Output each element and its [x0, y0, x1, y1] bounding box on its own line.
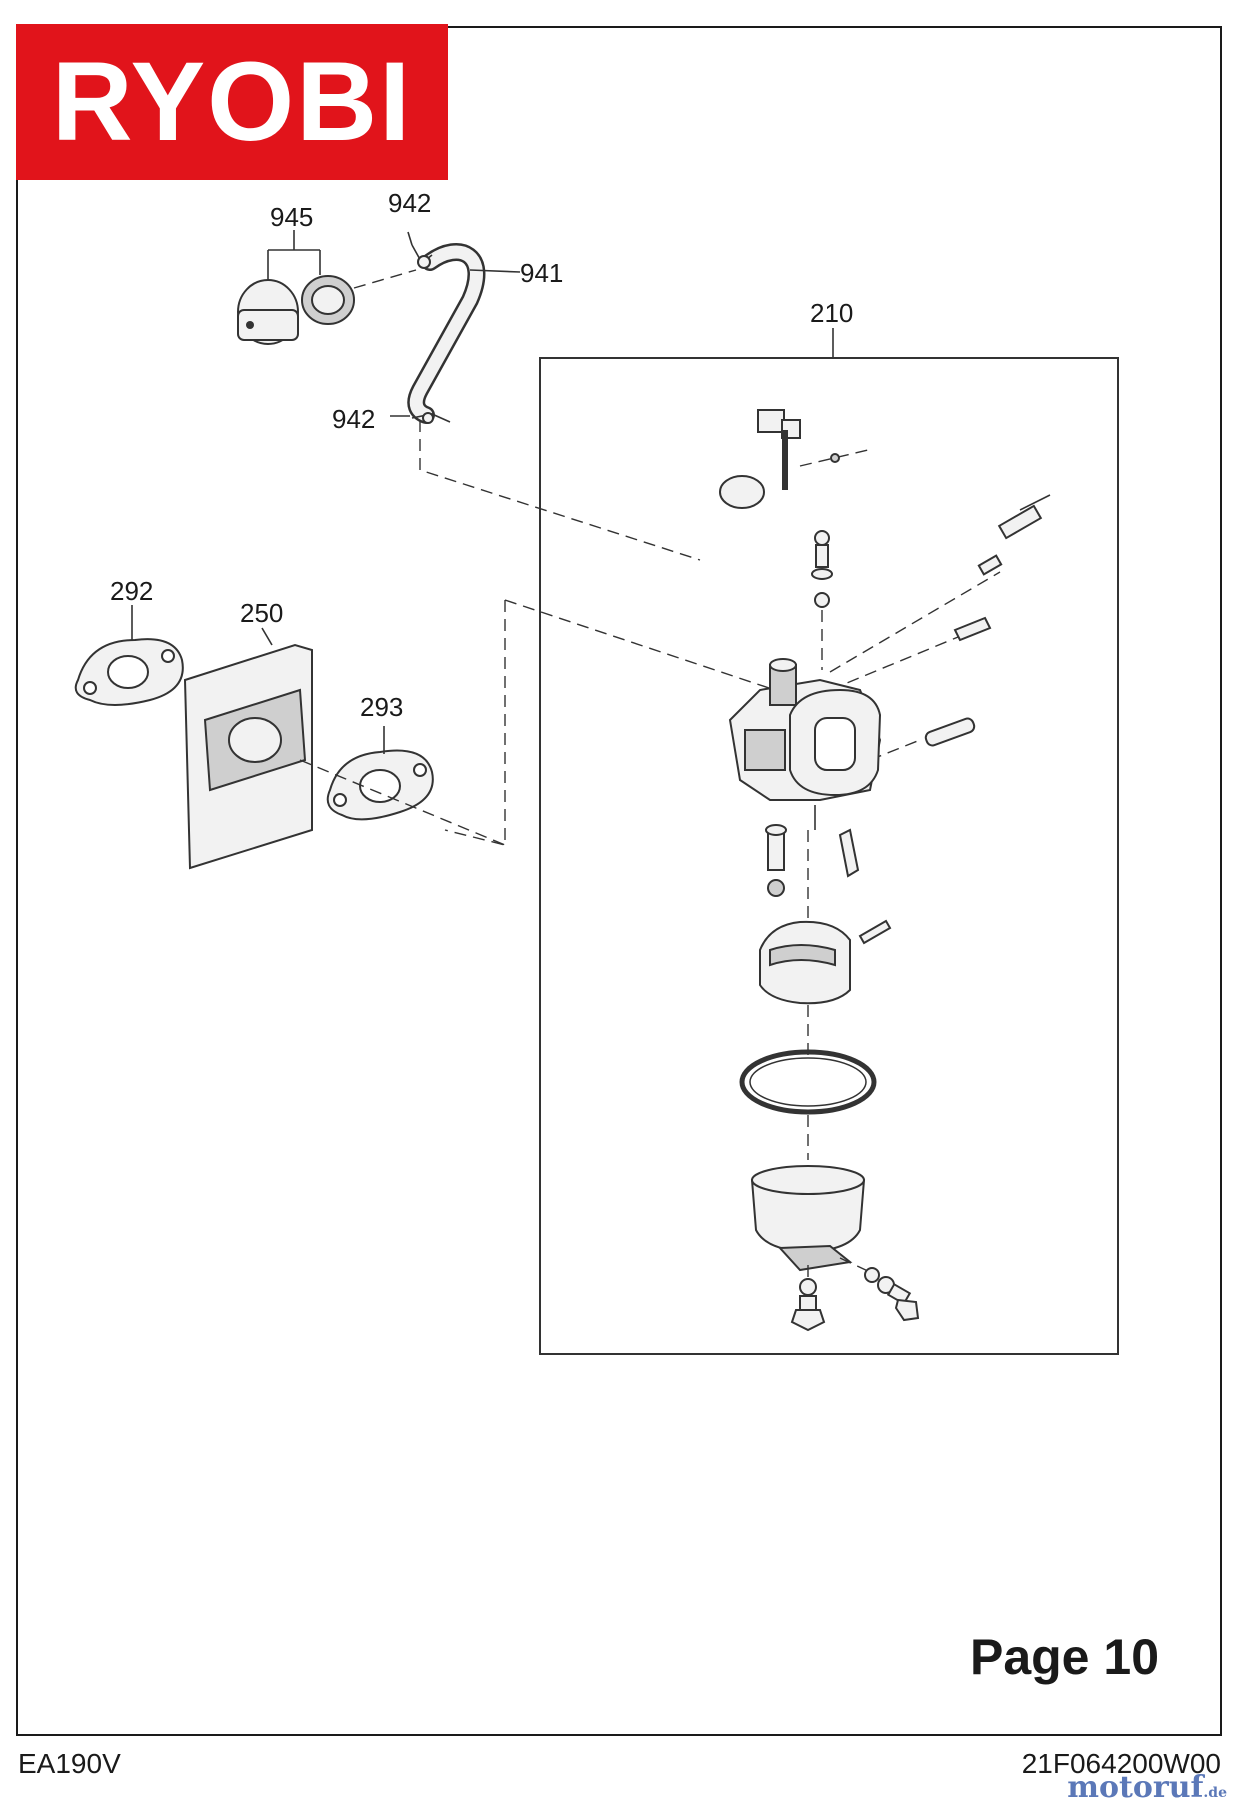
- fuel-hose-icon: [390, 231, 521, 424]
- page-label: Page 10: [969, 1629, 1159, 1685]
- watermark: motoruf.de: [1067, 1770, 1227, 1805]
- watermark-suffix: .de: [1203, 1785, 1227, 1801]
- model-code: EA190V: [18, 1748, 121, 1779]
- ryobi-logo: RYOBI: [16, 24, 448, 180]
- heat-shield-icon: [183, 627, 313, 870]
- primer-bulb-icon: [237, 230, 417, 345]
- watermark-text: motoruf: [1067, 1770, 1204, 1805]
- logo-text: RYOBI: [51, 39, 413, 164]
- callout-293: 293: [360, 692, 403, 722]
- callout-942-top: 942: [388, 188, 431, 218]
- callout-292: 292: [110, 576, 153, 606]
- gasket-icon: [74, 605, 434, 821]
- callout-942-mid: 942: [332, 404, 375, 434]
- assembly-210-box: [539, 357, 1119, 1355]
- callout-210: 210: [810, 298, 853, 328]
- callout-945: 945: [270, 202, 313, 232]
- doc-code: 21F064200W00: [1021, 1748, 1221, 1779]
- callout-250: 250: [240, 598, 283, 628]
- page-frame: [16, 26, 1222, 1736]
- callout-941: 941: [520, 258, 563, 288]
- carburetor-icon: [719, 409, 1051, 1332]
